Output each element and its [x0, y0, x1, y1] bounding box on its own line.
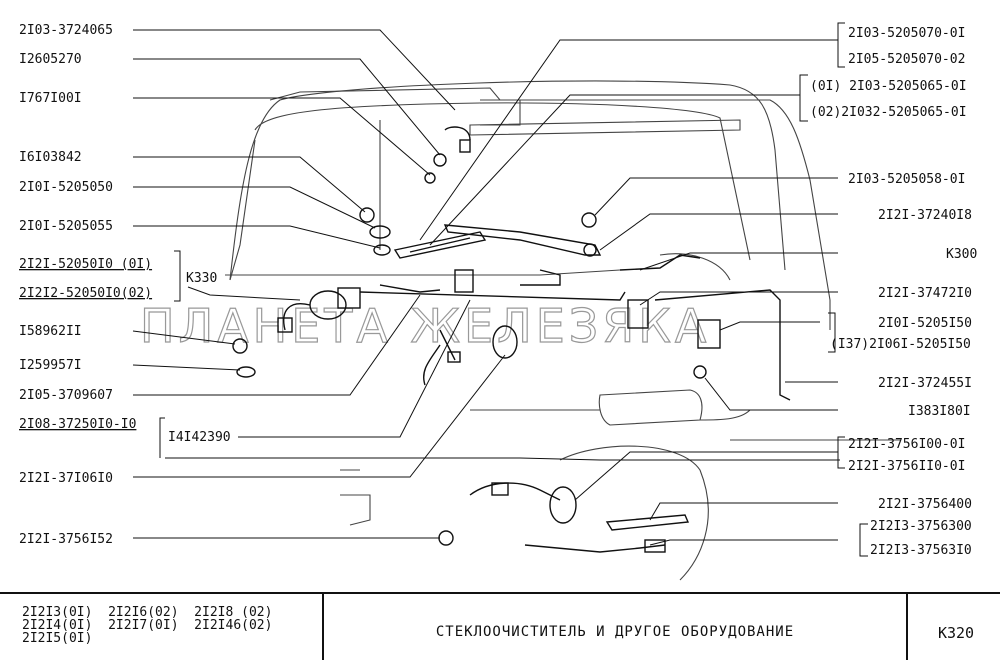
label-left: 2I2I2-52050I0(02) [19, 286, 152, 301]
clip-1 [693, 365, 707, 379]
wiper-arm [443, 224, 602, 256]
wiper-arm-pivot [583, 243, 597, 257]
model-codes: 2I2I3(0I) 2I2I6(02) 2I2I8 (02)2I2I4(0I) … [22, 606, 272, 672]
gasket-1 [369, 225, 391, 239]
title-block: 2I2I3(0I) 2I2I6(02) 2I2I8 (02)2I2I4(0I) … [0, 592, 1000, 660]
washer-hose [444, 126, 471, 141]
label-left: I6I03842 [19, 150, 82, 165]
label-right: K300 [946, 247, 977, 262]
diagram-title: СТЕКЛООЧИСТИТЕЛЬ И ДРУГОЕ ОБОРУДОВАНИЕ [435, 624, 795, 640]
label-left: 2I2I-52050I0 (0I) [19, 257, 152, 272]
screw-1 [424, 172, 436, 184]
page-code: K320 [937, 624, 975, 642]
lamp-socket [492, 325, 518, 359]
label-left: 2I03-3724065 [19, 23, 113, 38]
washer-nozzle [459, 139, 471, 153]
label-right: 2I03-5205070-0I [848, 26, 965, 41]
label-left: 2I0I-5205055 [19, 219, 113, 234]
leader-lines [132, 22, 868, 557]
plate-light-wire [469, 482, 561, 501]
washer-2 [236, 366, 256, 378]
label-right: 2I0I-5205I50 [878, 316, 972, 331]
label-right: (02)2I032-5205065-0I [810, 105, 967, 120]
harness-joint [520, 269, 561, 286]
label-right: 2I03-5205058-0I [848, 172, 965, 187]
parts [232, 126, 791, 553]
motor-wire [283, 303, 311, 331]
cap-nut [581, 212, 597, 228]
label-left: I259957I [19, 358, 82, 373]
label-right: (0I) 2I03-5205065-0I [810, 79, 967, 94]
model-codes-line: 2I2I3(0I) 2I2I6(02) 2I2I8 (02) [22, 605, 273, 620]
divider [322, 594, 324, 660]
label-right: 2I2I3-37563I0 [870, 543, 972, 558]
label-right: I383I80I [908, 404, 971, 419]
model-codes-line: 2I2I5(0I) [22, 631, 93, 646]
washer-tube [654, 289, 791, 401]
label-right: 2I2I-372455I [878, 376, 972, 391]
linkage-bar [359, 291, 626, 301]
plate-lamp-clip [644, 539, 666, 553]
washer-pump [697, 319, 721, 349]
watermark: ПЛАНЕТА ЖЕЛЕЗЯКА [140, 299, 710, 353]
wiper-blade-rubber [409, 237, 471, 253]
wiper-blade [393, 231, 487, 259]
relay [454, 269, 474, 293]
label-left: 2I08-37250I0-I0 [19, 417, 136, 432]
wiper-motor-gear [337, 287, 361, 309]
washer-1 [373, 244, 391, 256]
plate-lamp-lens [605, 514, 690, 531]
plate-lamp [549, 486, 577, 524]
label-right: 2I2I-3756I00-0I [848, 437, 965, 452]
linkage-rod [379, 284, 441, 293]
label-left: I58962II [19, 324, 82, 339]
label-left: 2I0I-5205050 [19, 180, 113, 195]
label-right: 2I2I-37472I0 [878, 286, 972, 301]
labels-right: 2I03-5205070-0I 2I05-5205070-02 (0I) 2I0… [810, 26, 977, 558]
label-right: (I37)2I06I-5205I50 [830, 337, 971, 352]
motor-connector [277, 317, 293, 333]
label-k330-sub: I4I42390 [168, 430, 231, 445]
washer-nut-1 [433, 153, 447, 167]
pump-connector [627, 299, 649, 329]
label-left: I767I00I [19, 91, 82, 106]
label-left: 2I05-3709607 [19, 388, 113, 403]
model-codes-line: 2I2I4(0I) 2I2I7(0I) 2I2I46(02) [22, 618, 273, 633]
label-left: 2I2I-3756I52 [19, 532, 113, 547]
plate-light-connector [491, 482, 509, 496]
label-right: 2I2I-3756II0-0I [848, 459, 965, 474]
label-right: 2I2I3-3756300 [870, 519, 972, 534]
grommet-2 [438, 530, 454, 546]
label-left: I2605270 [19, 52, 82, 67]
label-left: 2I2I-37I06I0 [19, 471, 113, 486]
plate-lamp-housing [524, 544, 666, 553]
label-k330: K330 [186, 271, 217, 286]
parts-diagram: ПЛАНЕТА ЖЕЛЕЗЯКА [19, 22, 977, 581]
divider [906, 594, 908, 660]
car-body-outline [225, 80, 900, 581]
nut-1 [359, 207, 375, 223]
lamp-connector [447, 351, 461, 363]
grommet-1 [232, 338, 248, 354]
label-right: 2I2I-37240I8 [878, 208, 972, 223]
hose-tee [619, 254, 701, 271]
label-right: 2I2I-3756400 [878, 497, 972, 512]
labels-left: 2I03-3724065 I2605270 I767I00I I6I03842 … [19, 23, 231, 547]
label-right: 2I05-5205070-02 [848, 52, 965, 67]
